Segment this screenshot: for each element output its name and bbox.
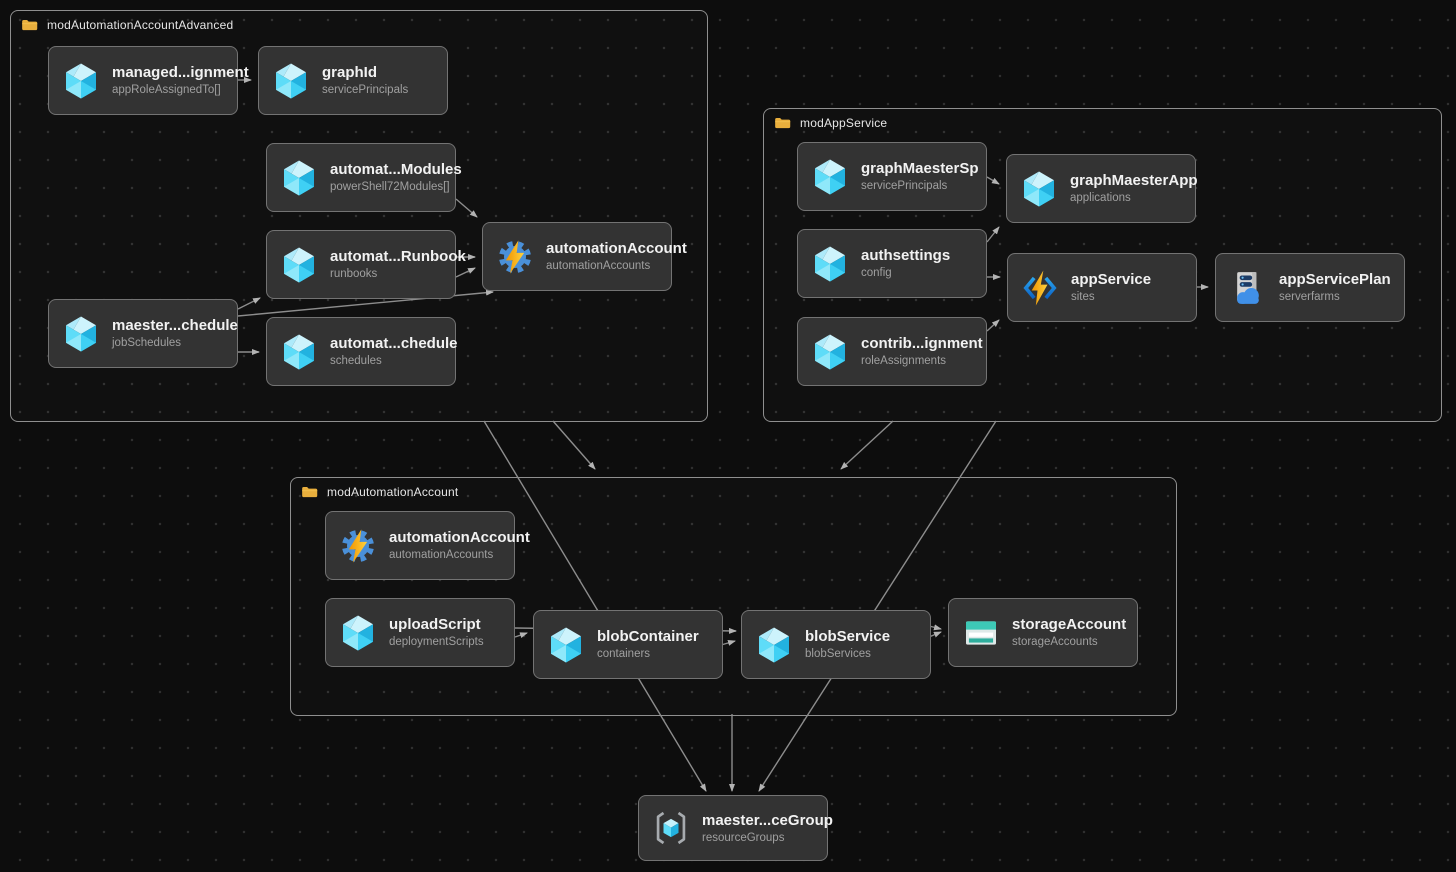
folder-icon: [21, 18, 38, 32]
node-title: automat...Modules: [330, 161, 462, 178]
cube-icon: [810, 157, 850, 197]
node-subtitle: servicePrincipals: [861, 180, 948, 192]
node-subtitle: containers: [597, 648, 651, 660]
node-title: automat...chedule: [330, 335, 458, 352]
node-app-service-plan[interactable]: appServicePlan serverfarms: [1215, 253, 1405, 322]
node-resource-group[interactable]: maester...ceGroup resourceGroups: [638, 795, 833, 861]
node-automation-account-advanced[interactable]: automationAccount automationAccounts: [482, 222, 687, 291]
node-title: contrib...ignment: [861, 335, 983, 352]
cube-icon: [1019, 169, 1059, 209]
node-subtitle: runbooks: [330, 268, 378, 280]
node-maester-job-schedule[interactable]: maester...chedule jobSchedules: [48, 299, 238, 368]
node-subtitle: deploymentScripts: [389, 636, 484, 648]
node-title: blobContainer: [597, 628, 699, 645]
node-storage-account[interactable]: storageAccount storageAccounts: [948, 598, 1138, 667]
node-subtitle: resourceGroups: [702, 831, 785, 844]
node-title: automationAccount: [546, 240, 687, 257]
node-subtitle: automationAccounts: [546, 260, 651, 272]
node-graph-maester-sp[interactable]: graphMaesterSp servicePrincipals: [797, 142, 987, 211]
node-subtitle: jobSchedules: [112, 337, 182, 349]
module-mod-automation-account: modAutomationAccount: [290, 477, 1177, 716]
node-authsettings[interactable]: authsettings config: [797, 229, 987, 298]
module-mod-app-service: modAppService: [763, 108, 1442, 422]
node-graph-id[interactable]: graphId servicePrincipals: [258, 46, 448, 115]
node-blob-container[interactable]: blobContainer containers: [533, 610, 723, 679]
automation-account-icon: [338, 526, 378, 566]
node-subtitle: storageAccounts: [1012, 636, 1098, 648]
node-graph-maester-app[interactable]: graphMaesterApp applications: [1006, 154, 1198, 223]
cube-icon: [61, 61, 101, 101]
node-subtitle: serverfarms: [1279, 291, 1340, 303]
module-label: modAppService: [800, 116, 888, 130]
node-blob-service[interactable]: blobService blobServices: [741, 610, 931, 679]
node-title: managed...ignment: [112, 64, 249, 81]
node-title: blobService: [805, 628, 891, 645]
cube-icon: [279, 245, 319, 285]
node-title: uploadScript: [389, 616, 481, 633]
cube-icon: [338, 613, 378, 653]
cube-icon: [546, 625, 586, 665]
node-subtitle: config: [861, 267, 892, 279]
node-title: automationAccount: [389, 529, 530, 546]
app-service-icon: [1020, 268, 1060, 308]
node-automation-account[interactable]: automationAccount automationAccounts: [325, 511, 530, 580]
node-subtitle: roleAssignments: [861, 355, 947, 367]
module-header: modAppService: [774, 116, 887, 130]
module-label: modAutomationAccountAdvanced: [47, 18, 234, 32]
node-title: automat...Runbook: [330, 248, 466, 265]
cube-icon: [810, 332, 850, 372]
node-subtitle: powerShell72Modules[]: [330, 181, 450, 193]
module-label: modAutomationAccount: [327, 485, 459, 499]
cube-icon: [279, 158, 319, 198]
node-managed-assignment[interactable]: managed...ignment appRoleAssignedTo[]: [48, 46, 249, 115]
node-automation-schedule[interactable]: automat...chedule schedules: [266, 317, 458, 386]
cube-icon: [61, 314, 101, 354]
node-title: appService: [1071, 271, 1152, 288]
node-automation-runbook[interactable]: automat...Runbook runbooks: [266, 230, 466, 299]
app-service-plan-icon: [1228, 268, 1268, 308]
cube-icon: [279, 332, 319, 372]
automation-account-icon: [495, 237, 535, 277]
node-automation-modules[interactable]: automat...Modules powerShell72Modules[]: [266, 143, 462, 212]
cube-icon: [810, 244, 850, 284]
resource-group-icon: [651, 808, 691, 848]
module-header: modAutomationAccountAdvanced: [21, 18, 233, 32]
node-subtitle: blobServices: [805, 648, 871, 660]
node-title: graphId: [322, 64, 377, 81]
node-title: maester...ceGroup: [702, 811, 833, 829]
storage-account-icon: [961, 613, 1001, 653]
node-title: authsettings: [861, 247, 951, 264]
node-title: graphMaesterSp: [861, 160, 979, 177]
node-title: appServicePlan: [1279, 271, 1391, 288]
folder-icon: [301, 485, 318, 499]
node-subtitle: servicePrincipals: [322, 84, 409, 96]
node-subtitle: schedules: [330, 355, 382, 367]
cube-icon: [754, 625, 794, 665]
node-app-service[interactable]: appService sites: [1007, 253, 1197, 322]
node-title: storageAccount: [1012, 616, 1127, 633]
node-upload-script[interactable]: uploadScript deploymentScripts: [325, 598, 515, 667]
node-subtitle: appRoleAssignedTo[]: [112, 84, 221, 96]
node-title: maester...chedule: [112, 317, 238, 334]
node-subtitle: automationAccounts: [389, 549, 494, 561]
module-mod-automation-account-advanced: modAutomationAccountAdvanced: [10, 10, 708, 422]
node-subtitle: applications: [1070, 192, 1131, 204]
module-header: modAutomationAccount: [301, 485, 458, 499]
folder-icon: [774, 116, 791, 130]
node-subtitle: sites: [1071, 291, 1095, 303]
node-contributor-assignment[interactable]: contrib...ignment roleAssignments: [797, 317, 987, 386]
cube-icon: [271, 61, 311, 101]
node-title: graphMaesterApp: [1070, 172, 1198, 189]
